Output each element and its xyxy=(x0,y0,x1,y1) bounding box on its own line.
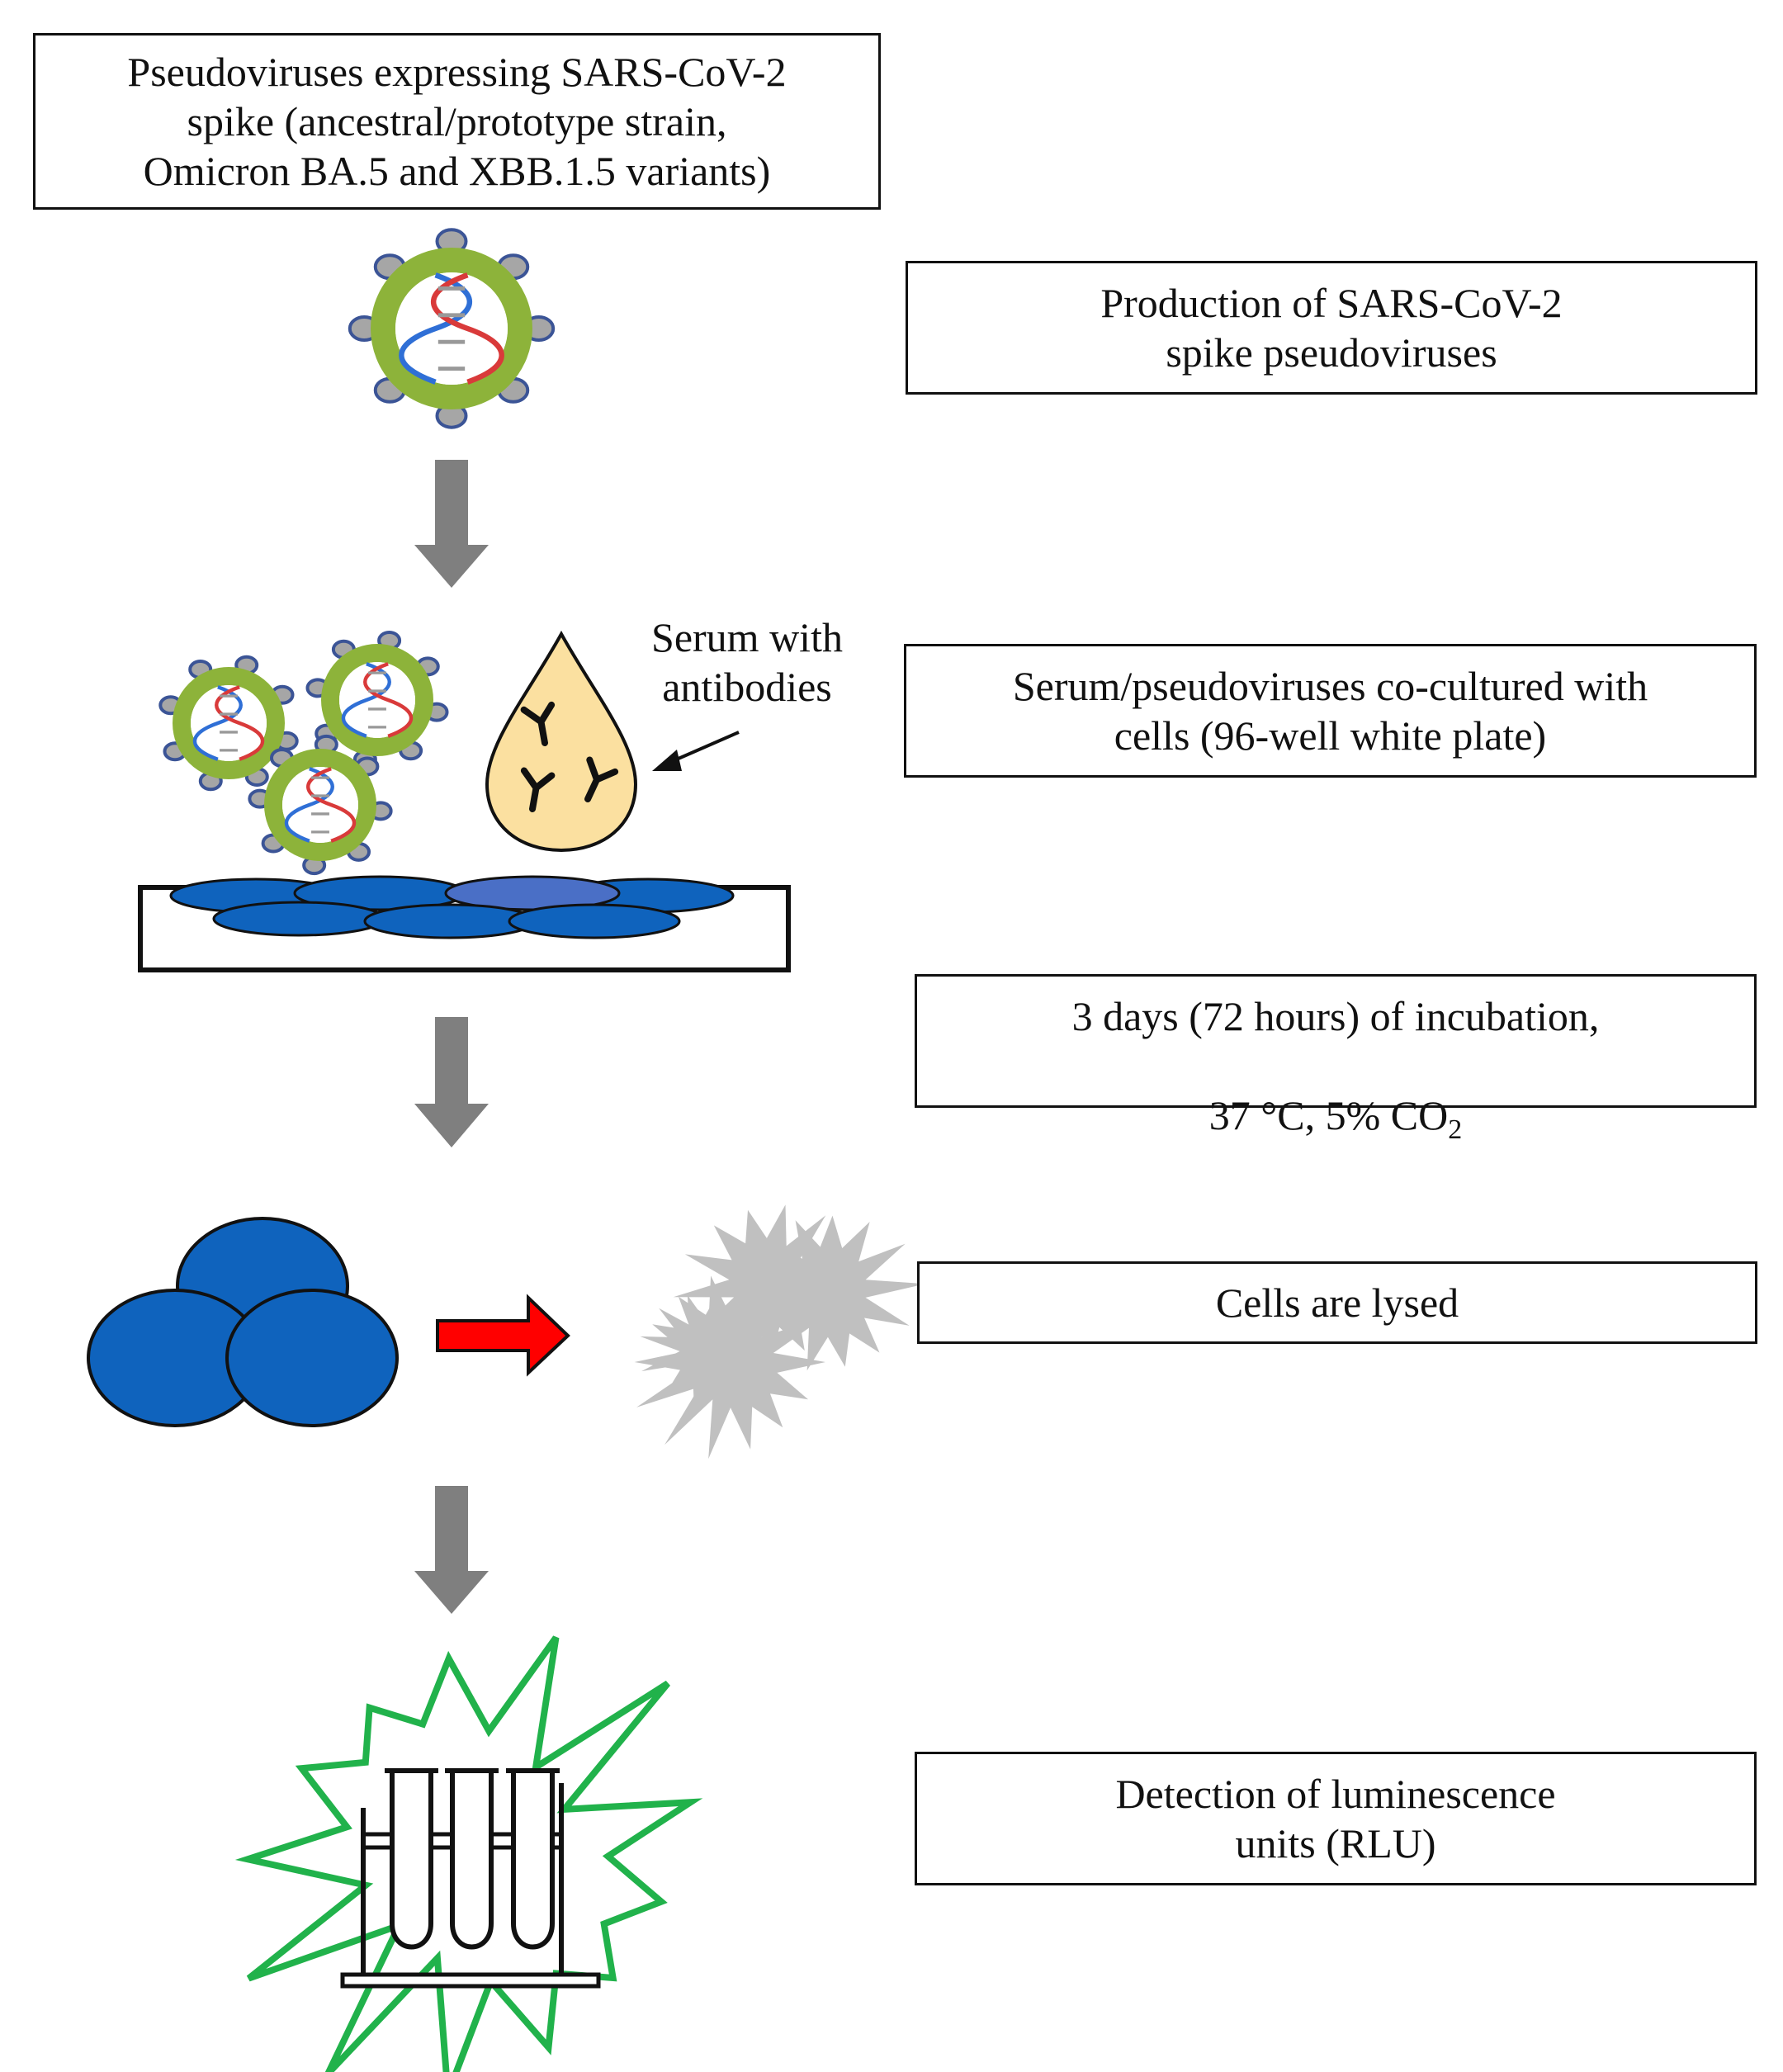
step-text: Serum/pseudoviruses co-cultured with cel… xyxy=(1012,663,1648,759)
test-tube-rack-icon xyxy=(340,1768,601,1989)
step-text: Cells are lysed xyxy=(1215,1280,1459,1326)
step-box-incubation: 3 days (72 hours) of incubation, 37 °C, … xyxy=(915,974,1757,1144)
pseudovirus-icon xyxy=(158,655,299,792)
flow-arrow xyxy=(414,1486,489,1614)
step-text: Production of SARS-CoV-2 spike pseudovir… xyxy=(1100,280,1563,376)
step-box-coculture: Serum/pseudoviruses co-cultured with cel… xyxy=(904,644,1757,778)
incubation-line-1: 3 days (72 hours) of incubation, xyxy=(1071,993,1600,1039)
step-text: 3 days (72 hours) of incubation, 37 °C, … xyxy=(1071,942,1600,1144)
pseudovirus-icon xyxy=(248,734,393,876)
step-box-source: Pseudoviruses expressing SARS-CoV-2 spik… xyxy=(33,33,881,210)
pseudovirus-icon xyxy=(348,228,556,429)
flow-arrow xyxy=(414,1017,489,1147)
pointer-arrow xyxy=(652,731,740,771)
co2-subscript: 2 xyxy=(1448,1114,1463,1145)
incubation-line-2: 37 °C, 5% CO xyxy=(1208,1092,1449,1138)
step-box-detection: Detection of luminescence units (RLU) xyxy=(915,1752,1757,1885)
lysed-cell-debris-icon xyxy=(634,1204,926,1459)
step-box-production: Production of SARS-CoV-2 spike pseudovir… xyxy=(906,261,1757,395)
serum-drop-icon xyxy=(485,630,638,853)
step-text: Detection of luminescence units (RLU) xyxy=(1115,1771,1556,1866)
step-text: Pseudoviruses expressing SARS-CoV-2 spik… xyxy=(127,49,787,194)
intact-cells-icon xyxy=(87,1217,399,1427)
serum-label: Serum with antibodies xyxy=(651,614,843,710)
step-box-lysis: Cells are lysed xyxy=(917,1261,1757,1344)
lysis-arrow xyxy=(436,1294,570,1377)
flow-arrow xyxy=(414,460,489,588)
culture-plate-icon xyxy=(138,875,791,972)
